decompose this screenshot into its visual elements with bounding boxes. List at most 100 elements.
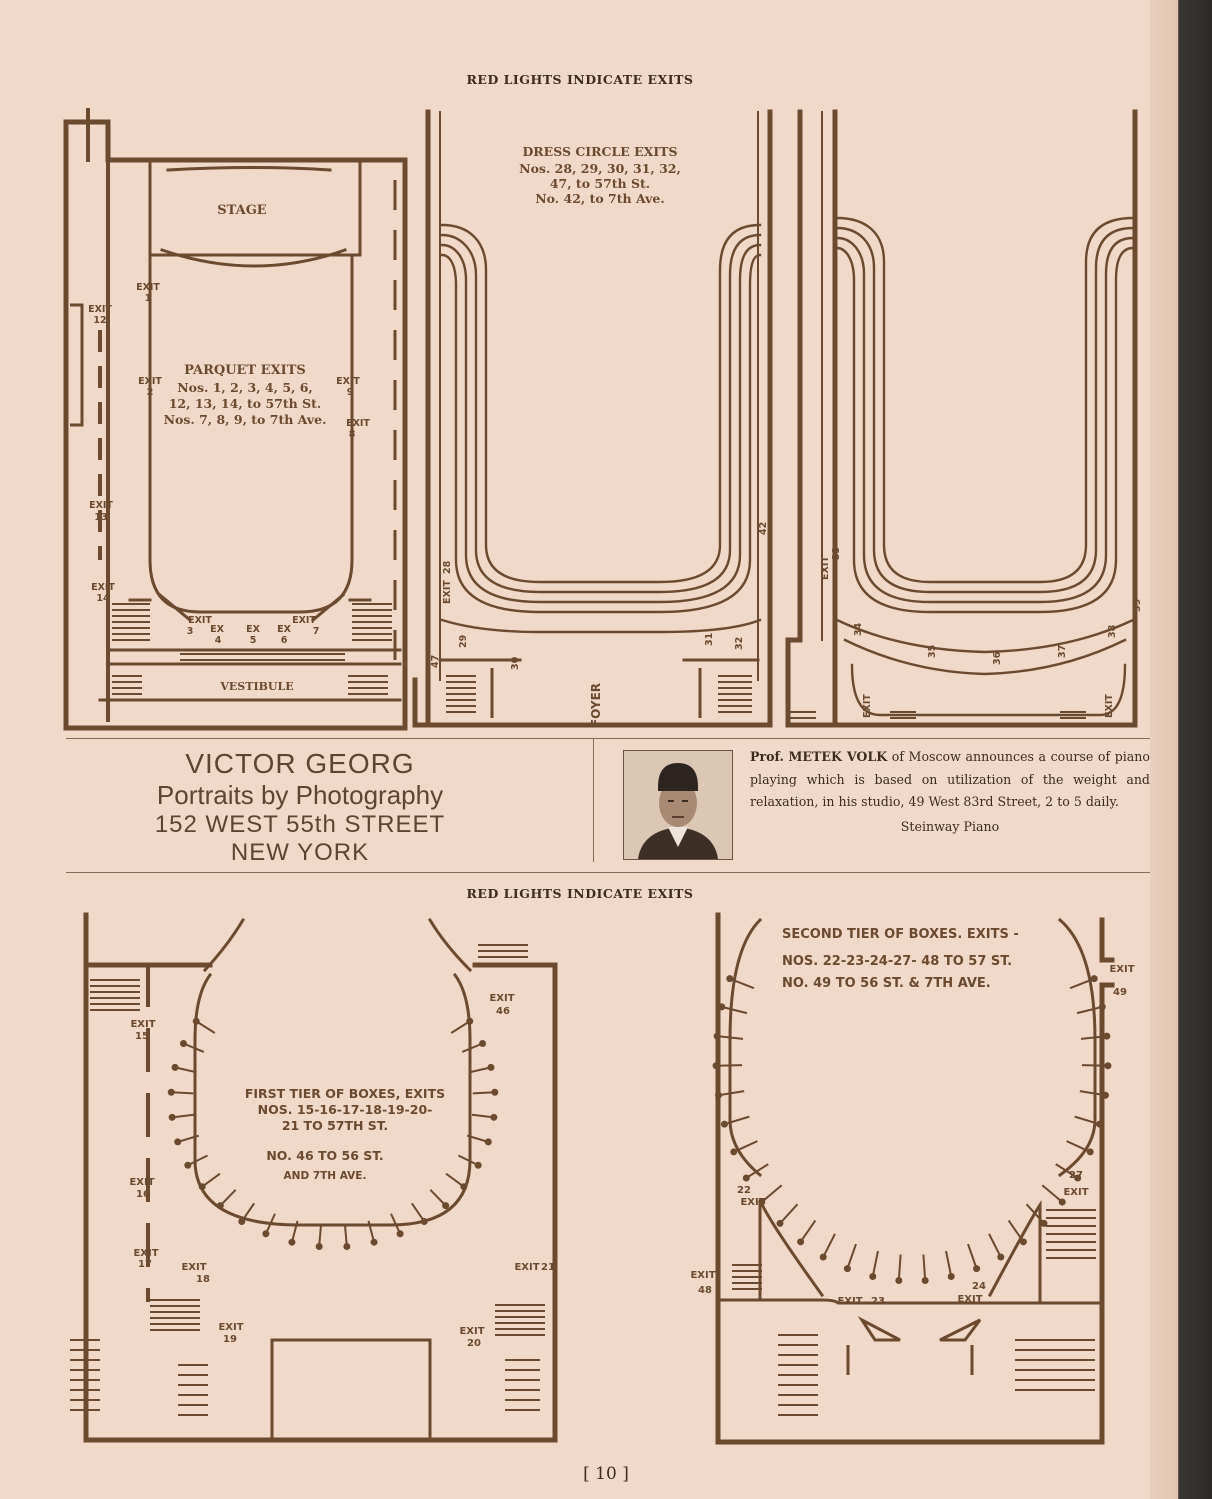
box-seat xyxy=(288,1238,296,1246)
exit-num: 13 xyxy=(94,512,107,523)
box-partition xyxy=(411,1202,426,1223)
exit-label: EXIT xyxy=(346,418,370,429)
exit-num: 7 xyxy=(313,626,320,637)
header-top: RED LIGHTS INDICATE EXITS xyxy=(466,72,694,87)
exit-num: 48 xyxy=(698,1285,712,1296)
box-partition xyxy=(466,1134,489,1143)
exit-label: EXIT xyxy=(136,282,160,293)
box-seat xyxy=(1040,1219,1048,1227)
box-partition xyxy=(967,1243,978,1269)
box-partition xyxy=(724,1115,750,1126)
first-tier-line3: 21 TO 57TH ST. xyxy=(282,1118,388,1133)
exit-label: EXIT xyxy=(89,500,113,511)
box-partition xyxy=(716,1064,743,1067)
balcony-plan: EXIT 33 34 35 36 37 38 39 EXIT EXIT xyxy=(785,109,1143,728)
box-partition xyxy=(1076,1005,1103,1015)
first-tier-line4: NO. 46 TO 56 ST. xyxy=(266,1148,383,1163)
exit-label: EXIT xyxy=(130,1019,155,1030)
exit-num: 35 xyxy=(927,645,938,658)
box-seat xyxy=(947,1273,955,1281)
volk-prefix: Prof. xyxy=(750,749,784,764)
second-tier-plan: SECOND TIER OF BOXES. EXITS - NOS. 22-23… xyxy=(690,912,1135,1445)
exit-label: EX xyxy=(246,624,260,635)
box-partition xyxy=(1069,977,1095,990)
dress-circle-line1: Nos. 28, 29, 30, 31, 32, xyxy=(519,161,681,176)
exit-num: 14 xyxy=(96,593,110,604)
exit-label: EXIT xyxy=(740,1197,765,1208)
exit-num: 5 xyxy=(250,635,257,646)
exit-num: 16 xyxy=(136,1189,150,1200)
box-seat xyxy=(466,1017,474,1025)
box-partition xyxy=(1081,1064,1108,1067)
exit-num: 42 xyxy=(758,522,769,535)
box-seat xyxy=(396,1230,404,1238)
box-partition xyxy=(761,1184,783,1203)
box-seat xyxy=(1098,1003,1106,1011)
stage-label: STAGE xyxy=(217,203,267,218)
exit-num: 22 xyxy=(737,1185,751,1196)
box-partition xyxy=(1074,1115,1100,1126)
exit-num: 49 xyxy=(1113,987,1127,998)
exit-num: 31 xyxy=(704,633,715,646)
second-tier-line1: SECOND TIER OF BOXES. EXITS - xyxy=(782,927,1019,942)
exit-label: EXIT xyxy=(88,304,112,315)
box-seat xyxy=(1101,1091,1109,1099)
box-seat xyxy=(921,1277,929,1285)
box-partition xyxy=(171,1091,194,1095)
box-partition xyxy=(471,1113,494,1119)
box-partition xyxy=(450,1020,471,1034)
box-partition xyxy=(1025,1203,1045,1225)
exit-label: EXIT xyxy=(442,580,453,604)
volk-portrait-photo xyxy=(623,750,733,860)
box-seat xyxy=(776,1219,784,1227)
exit-num: 30 xyxy=(510,656,521,670)
box-partition xyxy=(846,1243,857,1269)
box-seat xyxy=(869,1273,877,1281)
exit-num: 2 xyxy=(147,387,154,398)
first-tier-line5: AND 7TH AVE. xyxy=(284,1170,367,1182)
box-partition xyxy=(922,1254,927,1281)
exit-num: 9 xyxy=(347,387,354,398)
parquet-line2: 12, 13, 14, to 57th St. xyxy=(169,396,322,411)
parquet-line1: Nos. 1, 2, 3, 4, 5, 6, xyxy=(177,380,313,395)
box-partition xyxy=(290,1220,299,1243)
box-partition xyxy=(1041,1184,1063,1203)
box-partition xyxy=(1079,1090,1106,1097)
box-partition xyxy=(201,1172,221,1188)
georg-tagline: Portraits by Photography xyxy=(156,780,444,810)
exit-num: 3 xyxy=(187,626,194,637)
box-seat xyxy=(1074,1174,1082,1182)
box-partition xyxy=(219,1189,237,1207)
box-partition xyxy=(799,1219,817,1243)
box-seat xyxy=(713,1032,721,1040)
box-seat xyxy=(730,1148,738,1156)
box-partition xyxy=(445,1172,465,1188)
exit-label: EXIT xyxy=(138,376,162,387)
exit-label: EXIT xyxy=(514,1262,539,1273)
box-partition xyxy=(1007,1219,1025,1243)
box-seat xyxy=(198,1183,206,1191)
box-seat xyxy=(742,1174,750,1182)
box-seat xyxy=(1019,1238,1027,1246)
box-partition xyxy=(745,1163,769,1179)
box-seat xyxy=(1086,1148,1094,1156)
box-seat xyxy=(758,1198,766,1206)
exit-label: EXIT xyxy=(1109,964,1134,975)
exit-num: 37 xyxy=(1057,645,1068,658)
box-partition xyxy=(367,1220,376,1243)
box-partition xyxy=(945,1250,953,1277)
exit-label: EXIT xyxy=(181,1262,206,1273)
exit-num: 1 xyxy=(145,293,152,304)
second-tier-line2: NOS. 22-23-24-27- 48 TO 57 ST. xyxy=(782,954,1012,969)
exit-label: EXIT xyxy=(820,556,831,580)
exit-num: 46 xyxy=(496,1006,510,1017)
box-partition xyxy=(717,1035,744,1040)
box-seat xyxy=(216,1202,224,1210)
exit-num: 34 xyxy=(853,622,864,636)
volk-ad: Prof. METEK VOLK of Moscow announces a c… xyxy=(750,746,1150,838)
exit-label: EXIT xyxy=(91,582,115,593)
dress-circle-title: DRESS CIRCLE EXITS xyxy=(522,144,677,159)
exit-num: 12 xyxy=(93,315,106,326)
exit-num: 36 xyxy=(992,651,1003,665)
box-partition xyxy=(733,1140,758,1153)
